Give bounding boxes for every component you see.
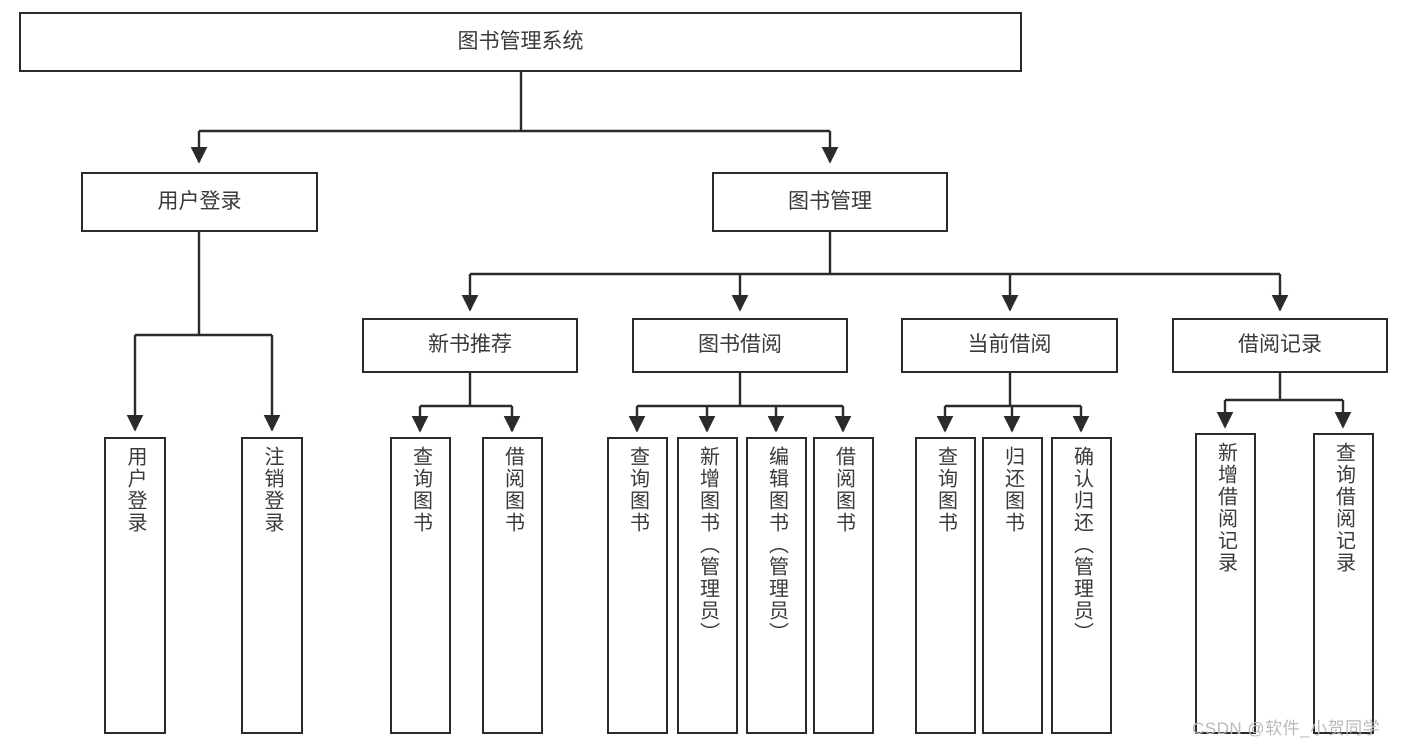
node-current-borrow[interactable]: 当前借阅: [901, 318, 1118, 373]
node-label: 注销登录: [261, 446, 283, 534]
node-label: 借阅图书: [501, 446, 524, 534]
leaf-borrow-query-book[interactable]: 查询图书: [607, 437, 668, 734]
node-user-login[interactable]: 用户登录: [81, 172, 318, 232]
leaf-recommend-borrow-book[interactable]: 借阅图书: [482, 437, 543, 734]
node-label: 查询借阅记录: [1332, 442, 1355, 574]
leaf-user-login-logout[interactable]: 注销登录: [241, 437, 303, 734]
node-label: 查询图书: [409, 446, 432, 534]
node-label: 新增图书（管理员）: [696, 446, 719, 644]
node-label: 确认归还（管理员）: [1070, 446, 1093, 644]
node-label: 新增借阅记录: [1214, 442, 1237, 574]
leaf-borrow-edit-book-admin[interactable]: 编辑图书（管理员）: [746, 437, 807, 734]
node-book-management[interactable]: 图书管理: [712, 172, 948, 232]
node-book-borrow[interactable]: 图书借阅: [632, 318, 848, 373]
node-label: 用户登录: [157, 189, 242, 213]
leaf-borrow-add-book-admin[interactable]: 新增图书（管理员）: [677, 437, 738, 734]
node-label: 借阅记录: [1238, 333, 1322, 357]
node-borrow-record[interactable]: 借阅记录: [1172, 318, 1388, 373]
node-label: 查询图书: [626, 446, 649, 534]
node-label: 图书管理系统: [457, 29, 584, 53]
leaf-current-return-book[interactable]: 归还图书: [982, 437, 1043, 734]
node-label: 图书借阅: [698, 333, 782, 357]
leaf-record-query-record[interactable]: 查询借阅记录: [1313, 433, 1374, 734]
leaf-recommend-query-book[interactable]: 查询图书: [390, 437, 451, 734]
leaf-record-add-record[interactable]: 新增借阅记录: [1195, 433, 1256, 734]
node-label: 编辑图书（管理员）: [765, 446, 788, 644]
leaf-borrow-borrow-book[interactable]: 借阅图书: [813, 437, 874, 734]
node-label: 当前借阅: [967, 333, 1052, 357]
leaf-user-login-login[interactable]: 用户登录: [104, 437, 166, 734]
node-label: 用户登录: [124, 446, 146, 534]
leaf-current-confirm-return-admin[interactable]: 确认归还（管理员）: [1051, 437, 1112, 734]
node-root-system[interactable]: 图书管理系统: [19, 12, 1022, 72]
node-label: 查询图书: [934, 446, 957, 534]
leaf-current-query-book[interactable]: 查询图书: [915, 437, 976, 734]
node-new-book-recommend[interactable]: 新书推荐: [362, 318, 578, 373]
node-label: 归还图书: [1001, 446, 1024, 534]
node-label: 新书推荐: [428, 333, 512, 357]
node-label: 图书管理: [788, 189, 872, 213]
node-label: 借阅图书: [832, 446, 855, 534]
